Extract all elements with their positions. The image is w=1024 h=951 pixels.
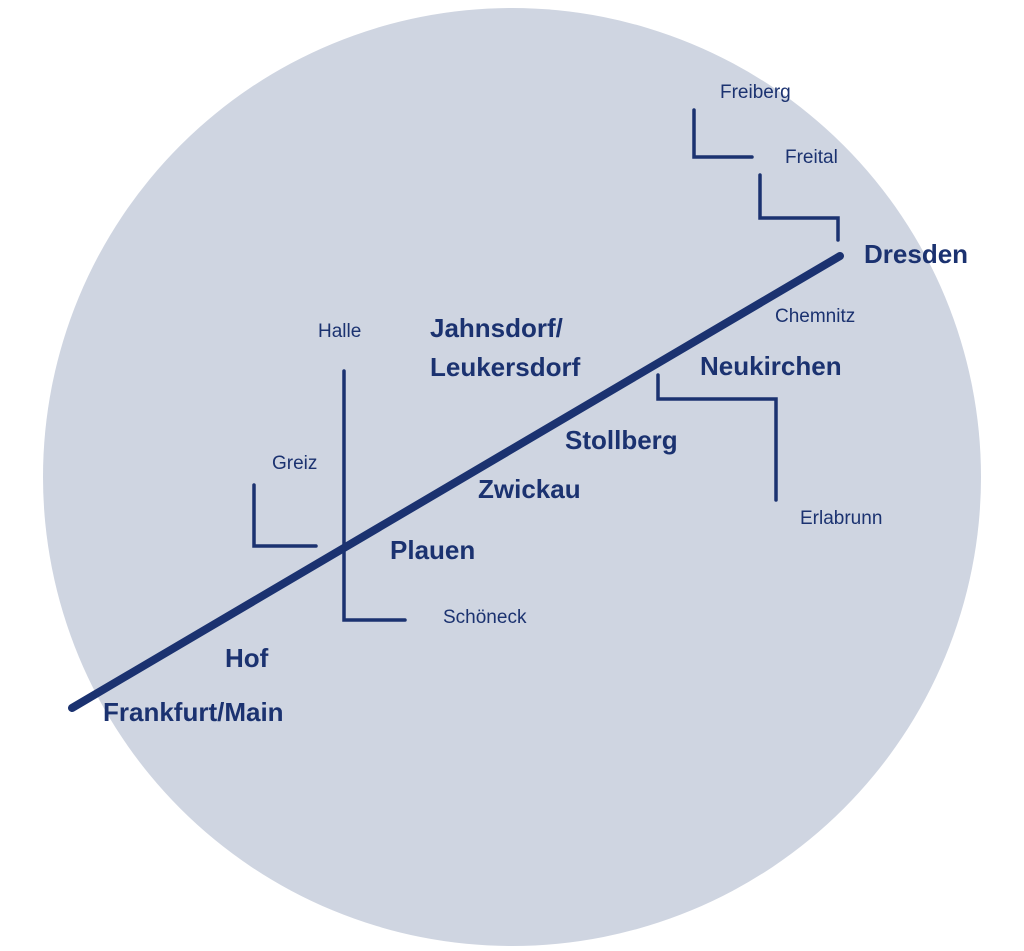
station-leukersdorf: Leukersdorf [430,352,581,382]
station-hof: Hof [225,643,269,673]
branch-halle-schoeneck [342,369,407,622]
station-halle: Halle [318,321,361,342]
branch-freiberg [692,108,754,159]
station-chemnitz: Chemnitz [775,306,855,327]
station-jahnsdorf: Jahnsdorf/ [430,313,563,343]
branch-freital [758,173,840,242]
station-schoeneck: Schöneck [443,607,527,628]
branch-erlabrunn [656,373,778,502]
station-freital: Freital [785,147,838,168]
station-dresden: Dresden [864,239,968,269]
station-freiberg: Freiberg [720,82,791,103]
station-greiz: Greiz [272,453,317,474]
station-stollberg: Stollberg [565,425,678,455]
station-frankfurt-main: Frankfurt/Main [103,697,284,727]
station-erlabrunn: Erlabrunn [800,508,882,529]
branch-greiz [252,483,318,548]
station-plauen: Plauen [390,535,475,565]
station-zwickau: Zwickau [478,474,581,504]
main-line-frankfurt-dresden [68,252,844,712]
station-neukirchen: Neukirchen [700,351,842,381]
background-circle [43,8,981,946]
